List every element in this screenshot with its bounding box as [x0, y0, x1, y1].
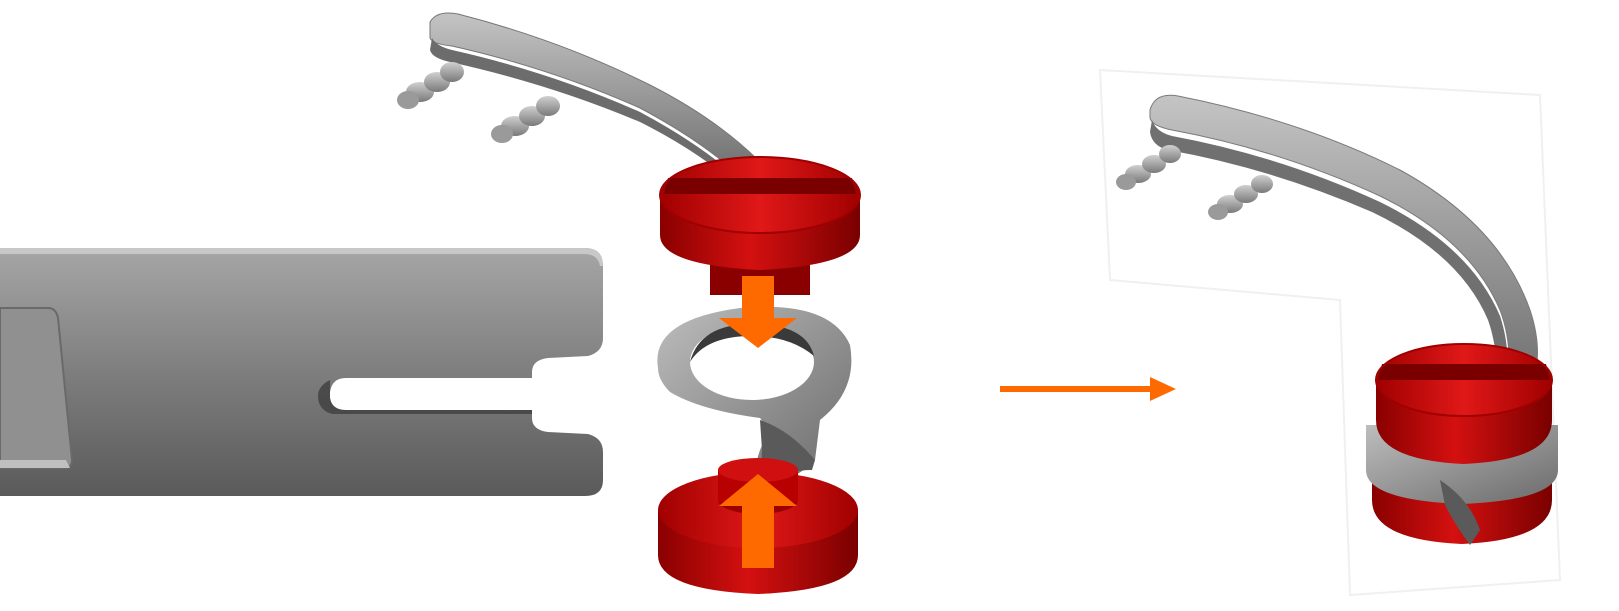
ring-clip	[657, 306, 852, 486]
press-up-arrow-icon	[719, 474, 797, 568]
assembled-curved-arm	[1116, 94, 1538, 394]
curved-arm	[397, 12, 759, 190]
assembled-view	[1098, 68, 1562, 597]
red-cap-top	[659, 156, 861, 295]
barbed-peg	[1116, 145, 1181, 190]
barbed-peg	[491, 96, 560, 143]
press-down-arrow-icon	[719, 276, 797, 348]
lever-bar	[0, 248, 603, 496]
barbed-peg	[1208, 175, 1273, 220]
transition-arrow-icon	[1000, 377, 1176, 401]
assembled-cap-stack	[1366, 343, 1558, 545]
barbed-peg	[397, 62, 464, 109]
exploded-view	[0, 12, 861, 594]
